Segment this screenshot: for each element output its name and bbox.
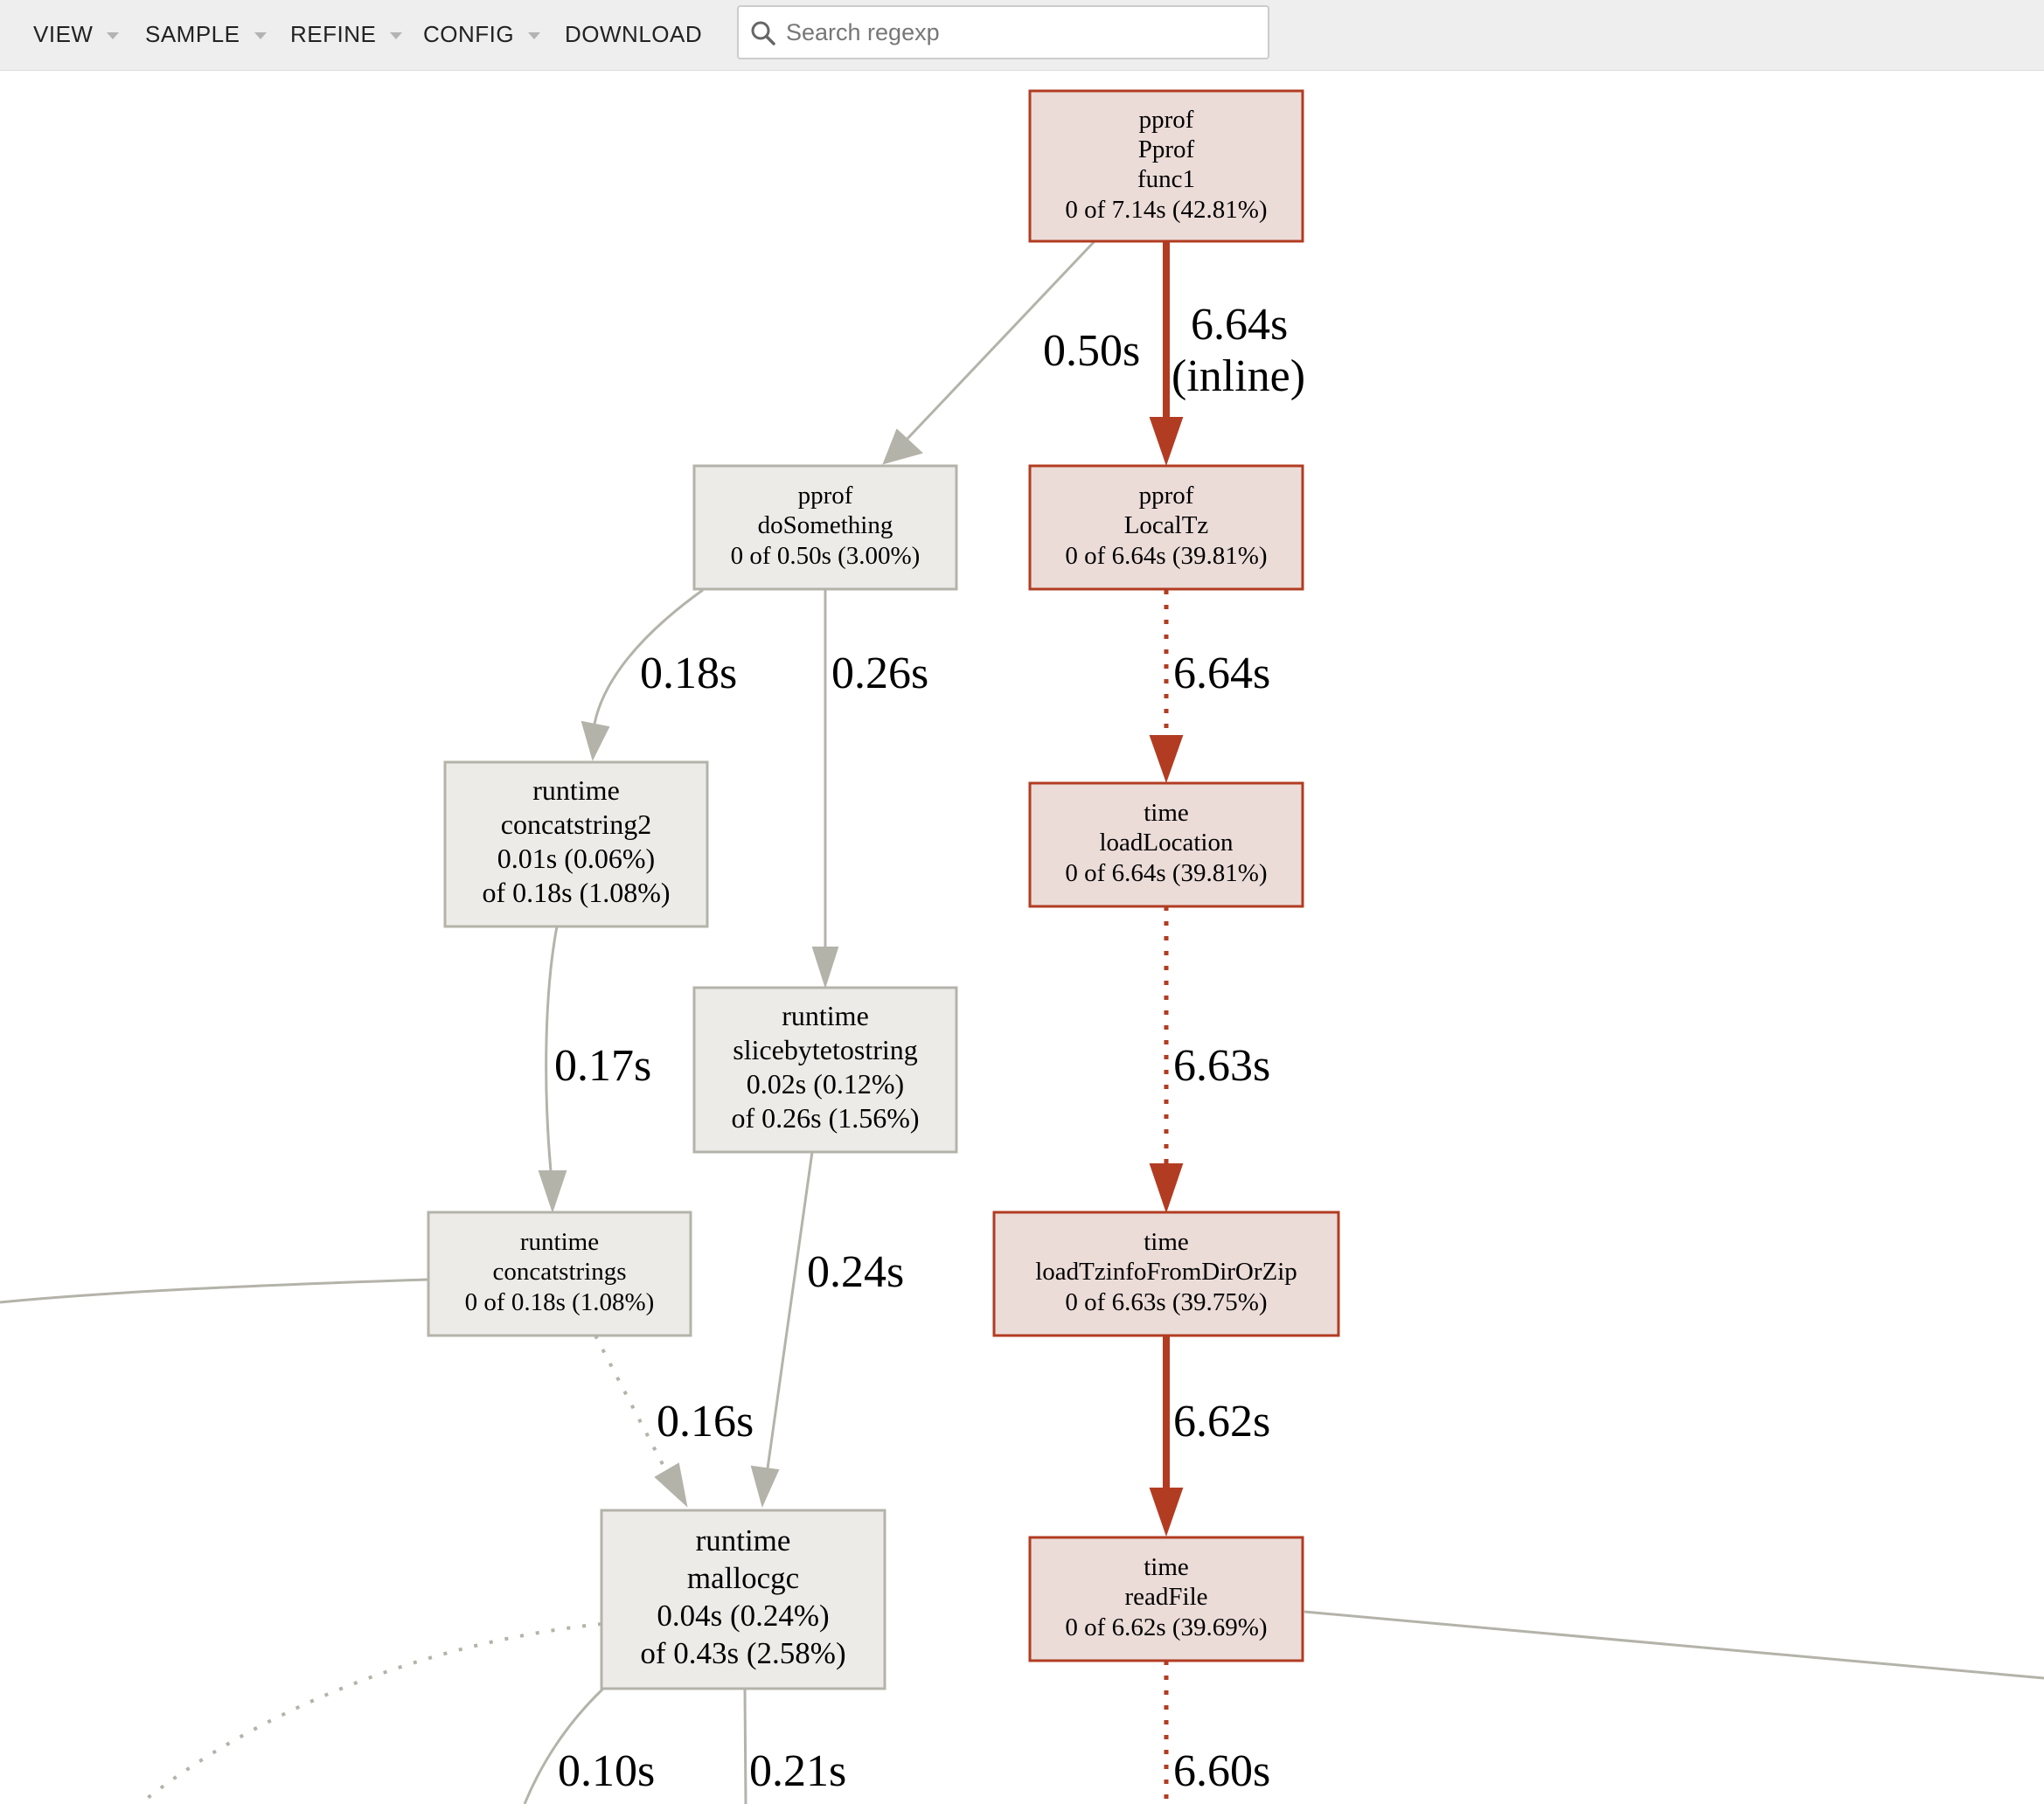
- edge-label: 0.24s: [807, 1247, 904, 1297]
- edge-label: 6.62s: [1173, 1397, 1270, 1447]
- node-flat-stats: 0.01s (0.06%): [497, 843, 655, 874]
- node-pprof-localtz[interactable]: pprof LocalTz 0 of 6.64s (39.81%): [1028, 464, 1304, 591]
- node-cum-stats: of 0.26s (1.56%): [731, 1102, 919, 1134]
- chevron-down-icon: [107, 31, 120, 39]
- node-function: doSomething: [758, 511, 893, 539]
- node-function: mallocgc: [687, 1561, 799, 1595]
- edge-dosomething-concatstring2[interactable]: 0.18s: [581, 588, 737, 761]
- edge-loadtzinfo-readfile[interactable]: 6.62s: [1149, 1336, 1270, 1537]
- node-stats: 0 of 6.64s (39.81%): [1065, 542, 1267, 570]
- menu-download-label: DOWNLOAD: [565, 21, 703, 47]
- edge-label: 6.63s: [1173, 1041, 1270, 1091]
- edge-loadlocation-loadtzinfo[interactable]: 6.63s: [1149, 906, 1270, 1214]
- node-time-loadlocation[interactable]: time loadLocation 0 of 6.64s (39.81%): [1028, 781, 1304, 908]
- menu-config[interactable]: CONFIG: [423, 21, 541, 48]
- edge-mallocgc-incoming-dotted[interactable]: [138, 1622, 602, 1804]
- edge-readfile-out-down[interactable]: 6.60s: [1164, 1661, 1270, 1804]
- node-function: func1: [1137, 165, 1195, 193]
- node-pprof-func1[interactable]: pprof Pprof func1 0 of 7.14s (42.81%): [1028, 89, 1304, 243]
- menu-config-label: CONFIG: [423, 21, 515, 47]
- chevron-down-icon: [390, 31, 403, 39]
- node-function: readFile: [1124, 1583, 1207, 1611]
- edge-concatstring2-concatstrings[interactable]: 0.17s: [538, 926, 651, 1214]
- edge-label: 0.16s: [657, 1397, 754, 1447]
- search-box: [737, 5, 1269, 59]
- edge-readfile-offscreen[interactable]: [1304, 1610, 2044, 1680]
- node-function: slicebytetostring: [733, 1034, 918, 1065]
- node-package: runtime: [782, 1000, 869, 1031]
- menu-sample-label: SAMPLE: [145, 21, 240, 47]
- edge-label: 0.21s: [749, 1746, 846, 1796]
- chevron-down-icon: [528, 31, 541, 39]
- node-package: pprof: [1139, 482, 1194, 510]
- edge-label: 0.50s: [1043, 326, 1140, 376]
- node-stats: 0 of 6.62s (39.69%): [1065, 1613, 1267, 1641]
- search-icon: [751, 21, 775, 45]
- edge-label: 0.26s: [831, 649, 928, 698]
- node-pprof-dosomething[interactable]: pprof doSomething 0 of 0.50s (3.00%): [692, 464, 958, 591]
- node-stats: 0 of 6.63s (39.75%): [1065, 1288, 1267, 1316]
- edge-label: (inline): [1171, 351, 1305, 401]
- node-time-readfile[interactable]: time readFile 0 of 6.62s (39.69%): [1028, 1536, 1304, 1662]
- edge-label: 0.17s: [554, 1041, 651, 1091]
- menu-refine-label: REFINE: [290, 21, 377, 47]
- toolbar: VIEW SAMPLE REFINE CONFIG DOWNLOAD: [0, 0, 2044, 71]
- edge-label: 6.64s: [1191, 300, 1288, 350]
- node-package: runtime: [696, 1523, 791, 1558]
- node-cum-stats: of 0.18s (1.08%): [482, 877, 670, 908]
- edge-func1-dosomething[interactable]: 0.50s: [882, 239, 1140, 465]
- node-runtime-mallocgc[interactable]: runtime mallocgc 0.04s (0.24%) of 0.43s …: [600, 1509, 886, 1690]
- node-flat-stats: 0.02s (0.12%): [747, 1068, 904, 1100]
- menu-view[interactable]: VIEW: [33, 21, 120, 48]
- edge-slicebytetostring-mallocgc[interactable]: 0.24s: [750, 1151, 904, 1508]
- search-input[interactable]: [786, 14, 1258, 51]
- node-function: concatstrings: [492, 1258, 626, 1286]
- menu-download[interactable]: DOWNLOAD: [565, 21, 702, 48]
- node-function: loadTzinfoFromDirOrZip: [1035, 1258, 1297, 1286]
- node-function: LocalTz: [1124, 511, 1209, 539]
- chevron-down-icon: [254, 31, 267, 39]
- edge-localtz-loadlocation[interactable]: 6.64s: [1149, 590, 1270, 784]
- menu-sample[interactable]: SAMPLE: [145, 21, 267, 48]
- node-flat-stats: 0.04s (0.24%): [657, 1599, 829, 1633]
- node-function: concatstring2: [501, 808, 651, 840]
- menu-view-label: VIEW: [33, 21, 94, 47]
- node-package: time: [1144, 799, 1189, 827]
- node-time-loadtzinfofromdirorzip[interactable]: time loadTzinfoFromDirOrZip 0 of 6.63s (…: [992, 1211, 1340, 1337]
- edge-mallocgc-out-down[interactable]: 0.21s: [743, 1688, 846, 1804]
- node-stats: 0 of 7.14s (42.81%): [1065, 196, 1267, 224]
- edge-label: 0.10s: [558, 1746, 655, 1796]
- node-package: time: [1144, 1228, 1189, 1256]
- edge-concatstrings-offscreen[interactable]: [0, 1278, 428, 1304]
- edge-label: 6.60s: [1173, 1746, 1270, 1796]
- edge-dosomething-slicebytetostring[interactable]: 0.26s: [811, 590, 928, 989]
- edge-mallocgc-out-left[interactable]: 0.10s: [523, 1687, 655, 1804]
- menu-refine[interactable]: REFINE: [290, 21, 403, 48]
- edge-func1-localtz[interactable]: 6.64s (inline): [1149, 241, 1305, 467]
- node-cum-stats: of 0.43s (2.58%): [640, 1636, 845, 1670]
- node-package: time: [1144, 1553, 1189, 1581]
- edge-concatstrings-mallocgc[interactable]: 0.16s: [594, 1335, 754, 1508]
- node-function: loadLocation: [1099, 829, 1234, 857]
- node-stats: 0 of 0.50s (3.00%): [731, 542, 921, 570]
- node-stats: 0 of 0.18s (1.08%): [465, 1288, 655, 1316]
- node-function: Pprof: [1138, 135, 1195, 163]
- node-stats: 0 of 6.64s (39.81%): [1065, 859, 1267, 887]
- node-package: runtime: [532, 774, 620, 806]
- node-package: runtime: [520, 1228, 599, 1256]
- node-package: pprof: [1139, 106, 1194, 134]
- node-runtime-concatstring2[interactable]: runtime concatstring2 0.01s (0.06%) of 0…: [443, 760, 709, 928]
- edge-label: 6.64s: [1173, 649, 1270, 698]
- edge-label: 0.18s: [640, 649, 737, 698]
- node-package: pprof: [798, 482, 853, 510]
- node-runtime-slicebytetostring[interactable]: runtime slicebytetostring 0.02s (0.12%) …: [692, 986, 958, 1154]
- node-runtime-concatstrings[interactable]: runtime concatstrings 0 of 0.18s (1.08%): [427, 1211, 692, 1337]
